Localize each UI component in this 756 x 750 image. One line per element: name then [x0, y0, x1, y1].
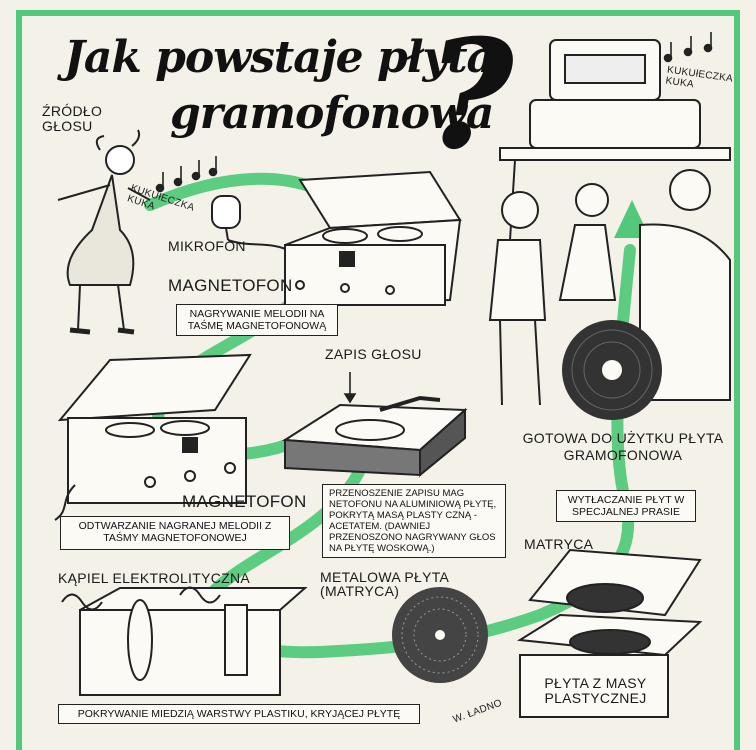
caption-coating: POKRYWANIE MIEDZIĄ WARSTWY PLASTIKU, KRY…	[58, 704, 420, 724]
title-line-1: Jak powstaje płyta	[64, 32, 495, 83]
caption-pressing: WYTŁACZANIE PŁYT W SPECJALNEJ PRASIE	[556, 490, 696, 522]
title-line-2: gramofonowa	[170, 88, 494, 139]
caption-playback: ODTWARZANIE NAGRANEJ MELODII Z TAŚMY MAG…	[60, 516, 290, 550]
ready-record-label: GOTOWA DO UŻYTKU PŁYTA GRAMOFONOWA	[522, 430, 724, 463]
metal-matrix-disc	[392, 587, 488, 683]
electrolytic-bath	[61, 586, 308, 696]
tape-recorder-bottom-label: MAGNETOFON	[182, 492, 307, 511]
family-figures	[488, 169, 731, 406]
green-frame	[16, 10, 740, 750]
tape-recorder-top-label: MAGNETOFON	[168, 276, 293, 295]
plastic-record-label: PŁYTA Z MASY PLASTYCZNEJ	[544, 675, 647, 706]
question-mark: ?	[426, 7, 515, 183]
metal-plate-label: METALOWA PŁYTA (MATRYCA)	[320, 569, 449, 599]
tape-recorder-left	[54, 353, 252, 521]
microphone-label: MIKROFON	[168, 238, 246, 254]
caption-recording-tape: NAGRYWANIE MELODII NA TAŚMĘ MAGNETOFONOW…	[176, 304, 338, 336]
radiogram	[499, 39, 731, 241]
finished-record	[562, 320, 662, 420]
musical-notes-left	[155, 156, 218, 193]
source-label: ŹRÓDŁO GŁOSU	[42, 103, 103, 134]
singer-figure	[57, 129, 151, 335]
record-press	[517, 548, 703, 718]
recording-lathe	[281, 395, 468, 478]
recording-arrow	[343, 372, 357, 404]
voice-recording-label: ZAPIS GŁOSU	[325, 346, 422, 362]
matrix-label: MATRYCA	[524, 536, 594, 552]
tape-recorder-top	[284, 170, 462, 307]
musical-notes-right	[663, 32, 713, 63]
caption-transfer: PRZENOSZENIE ZAPISU MAG NETOFONU NA ALUM…	[322, 484, 506, 558]
electrolytic-bath-label: KĄPIEL ELEKTROLITYCZNA	[58, 570, 251, 586]
